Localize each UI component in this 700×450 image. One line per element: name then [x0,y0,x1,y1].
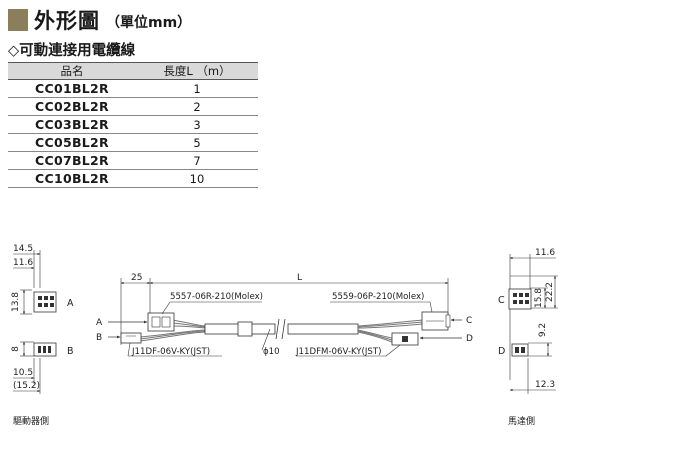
dim-left-width-1: 14.5 [13,244,33,254]
connector-molex-plug-icon [421,311,451,331]
product-name: CC03BL2R [8,115,136,134]
product-length: 3 [136,115,258,134]
view-label-b: B [67,346,74,357]
product-name: CC02BL2R [8,97,136,116]
heading-unit: （單位mm） [106,15,192,31]
dim-25: 25 [131,273,142,283]
label-connector-top-right: 5559-06P-210(Molex) [332,292,424,302]
view-label-d: D [498,346,505,357]
cable-spec-table: 品名 長度L （m） CC01BL2R 1 CC02BL2R 2 CC03BL2… [8,62,258,188]
connector-c-face-icon [508,288,532,310]
table-row: CC01BL2R 1 [8,79,258,98]
table-row: CC07BL2R 7 [8,151,258,170]
product-name: CC01BL2R [8,79,136,98]
connector-molex-receptacle-icon [147,312,175,332]
dim-l: L [297,273,302,283]
arrow-label-b: B [96,333,102,343]
dim-left-height-1: 13.8 [11,292,21,312]
section-heading: 外形圖 （單位mm） [8,6,191,34]
table-header-row: 品名 長度L （m） [8,62,258,80]
connector-jst-receptacle-icon [120,332,142,344]
product-length: 7 [136,151,258,170]
table-row: CC03BL2R 3 [8,115,258,134]
dim-right-height-3: 9.2 [538,323,548,337]
arrow-label-c: C [466,316,472,326]
label-cable-diameter: ϕ10 [263,347,280,357]
product-name: CC05BL2R [8,133,136,152]
connector-a-face-icon [33,291,57,313]
dim-left-width-4: (15.2) [13,381,40,391]
motor-side-view: 11.6 15.8 22.2 9.2 12.3 C D 馬達側 [498,248,558,427]
dim-left-width-3: 10.5 [13,368,33,378]
view-label-a: A [67,298,74,309]
arrow-label-d: D [466,334,473,344]
header-length: 長度L （m） [136,62,258,80]
heading-marker [8,9,28,31]
connector-b-face-icon [33,342,57,357]
driver-side-caption: 驅動器側 [13,415,49,427]
product-length: 5 [136,133,258,152]
product-name: CC10BL2R [8,169,136,188]
dim-right-width-1: 11.6 [535,248,555,258]
driver-side-view: 14.5 11.6 13.8 8 10.5 (15.2) A B 驅動器側 [11,244,74,427]
header-name: 品名 [8,62,136,80]
dim-left-width-2: 11.6 [13,258,33,268]
product-name: CC07BL2R [8,151,136,170]
table-row: CC10BL2R 10 [8,169,258,188]
connector-d-face-icon [511,343,529,357]
label-connector-bottom-right: J11DFM-06V-KY(JST) [295,347,381,357]
dim-left-height-2: 8 [11,346,21,352]
label-connector-bottom-left: J11DF-06V-KY(JST) [131,347,210,357]
cable-assembly: 25 L [96,273,473,357]
dim-right-width-2: 12.3 [535,380,555,390]
dim-right-height-1: 15.8 [534,288,544,308]
motor-side-caption: 馬達側 [508,415,535,427]
table-row: CC05BL2R 5 [8,133,258,152]
product-length: 2 [136,97,258,116]
view-label-c: C [498,295,505,306]
heading-title: 外形圖 [34,9,100,33]
dim-right-height-2: 22.2 [545,282,555,302]
connector-jst-plug-icon [391,332,419,346]
label-connector-top-left: 5557-06R-210(Molex) [170,292,263,302]
cable-type-title: ◇可動連接用電纜線 [8,43,136,59]
product-length: 1 [136,79,258,98]
table-row: CC02BL2R 2 [8,97,258,116]
arrow-label-a: A [96,318,103,328]
product-length: 10 [136,169,258,188]
